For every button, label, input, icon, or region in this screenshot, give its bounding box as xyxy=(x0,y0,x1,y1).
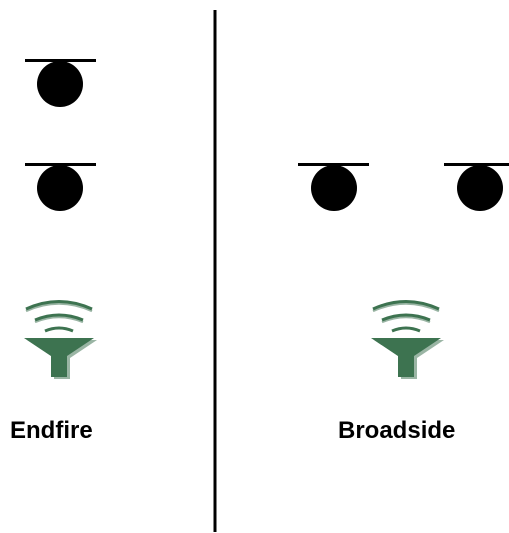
endfire-label: Endfire xyxy=(10,417,93,444)
broadside-antenna-icon xyxy=(371,300,444,379)
endfire-mic-1-icon xyxy=(25,59,96,107)
endfire-mic-2-icon xyxy=(25,163,96,211)
endfire-antenna-icon xyxy=(24,300,97,379)
broadside-mic-1-icon xyxy=(298,163,369,211)
broadside-label: Broadside xyxy=(338,417,456,444)
broadside-mic-2-icon xyxy=(444,163,509,211)
